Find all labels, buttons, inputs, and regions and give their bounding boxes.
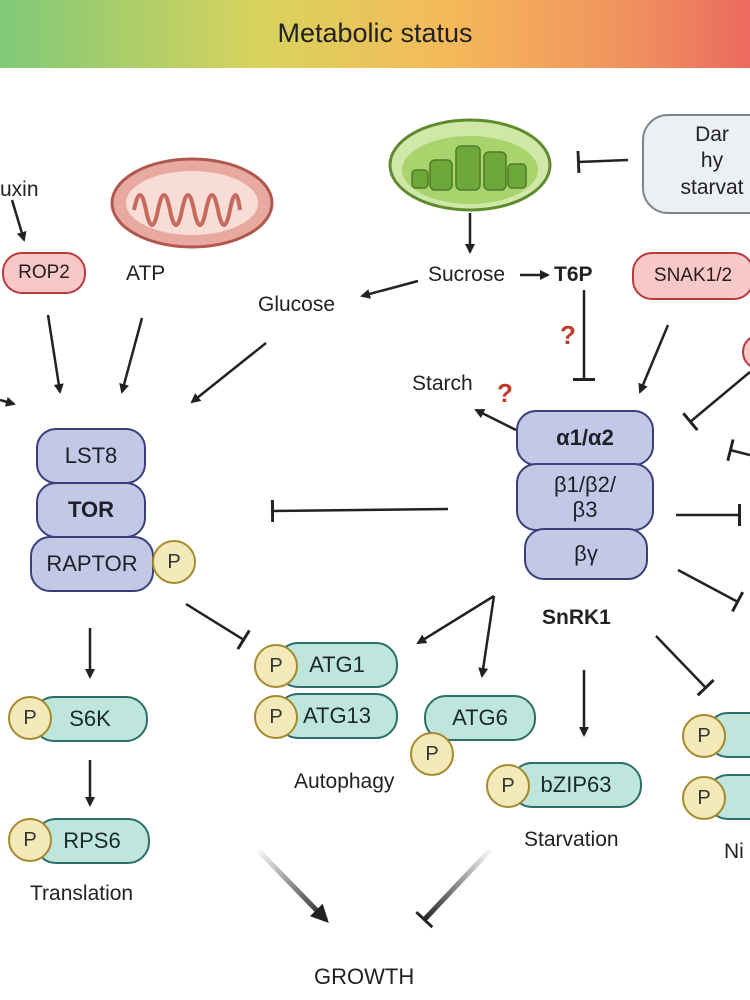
stress-conditions-box: Dar hy starvat bbox=[642, 114, 750, 214]
inhibit-snrk1-lower-right bbox=[655, 635, 715, 697]
translation-label: Translation bbox=[30, 882, 134, 905]
inhibit-starvation-growth bbox=[415, 846, 494, 929]
atg13-phospho: P bbox=[254, 695, 298, 739]
s6k-phospho: P bbox=[8, 696, 52, 740]
inhibit-stress-chloroplast bbox=[576, 150, 629, 174]
raptor-phospho: P bbox=[152, 540, 196, 584]
arrow-atp-tor bbox=[119, 317, 144, 394]
inhibit-tor-atg1 bbox=[185, 602, 251, 650]
arrow-rop2-tor bbox=[46, 314, 64, 394]
inhibit-snrk1-right-b bbox=[677, 568, 745, 613]
starch-label: Starch bbox=[412, 372, 473, 395]
stress-line-1: Dar bbox=[695, 123, 729, 146]
tor-subunit: TOR bbox=[36, 482, 146, 538]
glucose-label: Glucose bbox=[258, 293, 336, 316]
inhibit-right-1 bbox=[682, 371, 750, 432]
banner-title: Metabolic status bbox=[277, 18, 473, 48]
snrk1-label: SnRK1 bbox=[542, 606, 611, 629]
bzip63-node: bZIP63 bbox=[510, 762, 642, 808]
inhibit-right-2 bbox=[726, 439, 750, 462]
snrk1-alpha-subunit: α1/α2 bbox=[516, 410, 654, 466]
atp-label: ATP bbox=[126, 262, 166, 285]
bzip63-phospho: P bbox=[486, 764, 530, 808]
arrow-snrk1-starch bbox=[474, 408, 517, 432]
sucrose-label: Sucrose bbox=[428, 263, 506, 286]
stress-line-3: starvat bbox=[680, 175, 744, 199]
arrow-snrk1-atg1 bbox=[416, 594, 495, 645]
snrk1-beta-subunit: β1/β2/ β3 bbox=[516, 463, 654, 531]
rop2-node: ROP2 bbox=[2, 252, 86, 294]
atg6-phospho: P bbox=[410, 732, 454, 776]
chloroplast-icon bbox=[388, 118, 552, 212]
right-cut-phospho-1: P bbox=[682, 714, 726, 758]
inhibit-snrk1-tor bbox=[270, 499, 449, 523]
growth-label: GROWTH bbox=[314, 964, 415, 989]
metabolic-status-banner: Metabolic status bbox=[0, 0, 750, 68]
arrow-auxin-rop2 bbox=[10, 199, 27, 242]
arrow-snak-snrk1 bbox=[638, 324, 670, 394]
lst8-subunit: LST8 bbox=[36, 428, 146, 484]
raptor-subunit: RAPTOR bbox=[30, 536, 154, 592]
stress-line-2: hy bbox=[700, 149, 724, 173]
snak-node: SNAK1/2 bbox=[632, 252, 750, 300]
autophagy-label: Autophagy bbox=[294, 770, 395, 793]
arrow-glucose-tor bbox=[190, 342, 267, 404]
right-cut-phospho-2: P bbox=[682, 776, 726, 820]
auxin-label: uxin bbox=[0, 178, 39, 201]
atg1-phospho: P bbox=[254, 644, 298, 688]
starvation-label: Starvation bbox=[524, 828, 619, 851]
mitochondrion-icon bbox=[110, 157, 274, 249]
arrow-translation-growth bbox=[254, 846, 329, 923]
right-cut-label: Ni bbox=[724, 840, 744, 863]
starch-question-mark: ? bbox=[497, 378, 513, 408]
snrk1-beta-text: β1/β2/ β3 bbox=[553, 471, 616, 522]
arrow-sucrose-glucose bbox=[360, 279, 419, 299]
arrow-snrk1-atg6 bbox=[478, 595, 496, 678]
snrk1-betagamma-subunit: βγ bbox=[524, 528, 648, 580]
rps6-phospho: P bbox=[8, 818, 52, 862]
atg6-node: ATG6 bbox=[424, 695, 536, 741]
t6p-label: T6P bbox=[554, 263, 593, 286]
t6p-question-mark: ? bbox=[560, 320, 576, 350]
arrow-left-edge bbox=[0, 396, 16, 407]
